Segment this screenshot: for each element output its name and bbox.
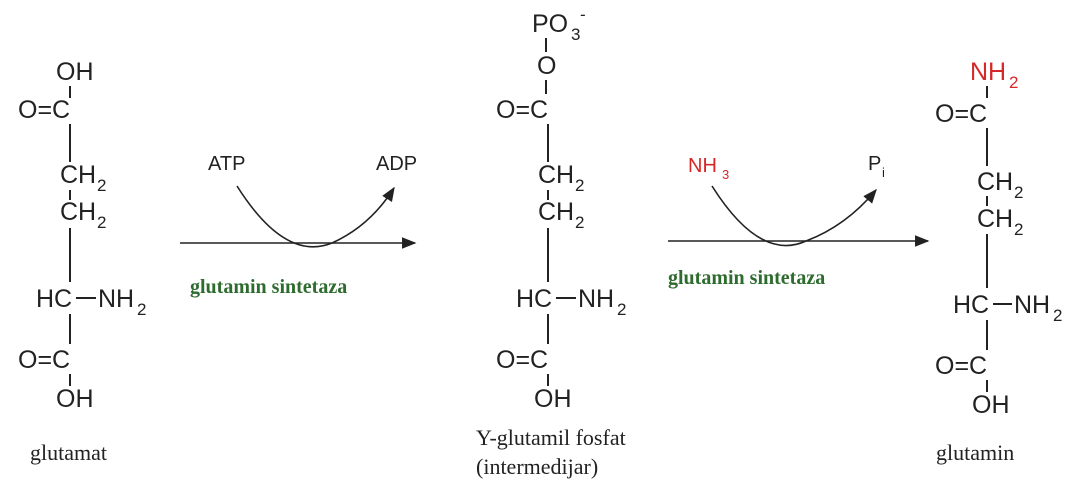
- reaction-arrow-1: ATP ADP glutamin sintetaza: [180, 153, 417, 298]
- intermediate-caption-line1: Y-glutamil fosfat: [476, 425, 626, 450]
- glutamat-nh2: NH 2: [98, 285, 146, 319]
- molecule-glutamat: OH O=C CH 2 CH 2 HC NH 2 O=C OH glutamat: [18, 58, 146, 465]
- intermediate-carbonyl-top: O=C: [496, 96, 548, 124]
- nh-label: NH: [688, 155, 717, 177]
- subscript: i: [882, 165, 885, 180]
- subscript: 2: [617, 300, 626, 319]
- enzyme-label-2: glutamin sintetaza: [668, 267, 825, 289]
- glutamin-carbonyl-bottom: O=C: [935, 352, 987, 380]
- ch-label: CH: [538, 198, 574, 226]
- p-label: P: [868, 153, 881, 175]
- nh-label: NH: [1014, 291, 1050, 319]
- glutamin-ch2-a: CH 2: [977, 168, 1023, 202]
- subscript: 2: [97, 213, 106, 232]
- glutamat-caption: glutamat: [30, 440, 107, 465]
- subscript: 2: [575, 213, 584, 232]
- nh-label: NH: [970, 58, 1006, 86]
- glutamat-ch2-b: CH 2: [60, 198, 106, 232]
- enzyme-label-1: glutamin sintetaza: [190, 276, 347, 298]
- ch-label: CH: [538, 161, 574, 189]
- intermediate-o-link: O: [537, 52, 556, 80]
- side-arrow: [711, 185, 877, 247]
- molecule-glutamin: NH 2 O=C CH 2 CH 2 HC NH 2 O=C OH glutam…: [935, 58, 1062, 465]
- po-label: PO: [532, 10, 568, 38]
- glutamin-oh-bottom: OH: [972, 391, 1010, 419]
- side-arrow: [236, 185, 395, 248]
- nh-label: NH: [578, 285, 614, 313]
- intermediate-oh-bottom: OH: [534, 385, 572, 413]
- glutamin-ch2-b: CH 2: [977, 205, 1023, 239]
- glutamin-nh2-amide: NH 2: [970, 58, 1018, 92]
- intermediate-nh2: NH 2: [578, 285, 626, 319]
- glutamat-carbonyl-top: O=C: [18, 96, 70, 124]
- glutamat-carbonyl-bottom: O=C: [18, 346, 70, 374]
- glutamin-caption: glutamin: [936, 440, 1014, 465]
- pi-label: P i: [868, 153, 885, 180]
- reaction-arrow-2: NH 3 P i glutamin sintetaza: [668, 153, 930, 289]
- intermediate-ch2-a: CH 2: [538, 161, 584, 195]
- molecule-intermediate: PO 3 - O O=C CH 2 CH 2 HC NH 2 O=C OH Y-…: [476, 5, 626, 479]
- intermediate-caption-line2: (intermedijar): [476, 454, 598, 479]
- atp-label: ATP: [208, 153, 245, 175]
- glutamat-oh-top: OH: [56, 58, 94, 86]
- glutamin-carbonyl-top: O=C: [935, 100, 987, 128]
- nh-label: NH: [98, 285, 134, 313]
- glutamat-oh-bottom: OH: [56, 385, 94, 413]
- glutamat-ch2-a: CH 2: [60, 161, 106, 195]
- subscript: 2: [1053, 306, 1062, 325]
- subscript: 2: [1014, 220, 1023, 239]
- nh3-label: NH 3: [688, 155, 729, 182]
- charge: -: [580, 5, 586, 24]
- glutamin-hc: HC: [953, 291, 989, 319]
- subscript: 2: [97, 176, 106, 195]
- subscript: 2: [137, 300, 146, 319]
- ch-label: CH: [60, 161, 96, 189]
- subscript: 3: [722, 167, 729, 182]
- subscript: 2: [1014, 183, 1023, 202]
- subscript: 2: [1009, 73, 1018, 92]
- ch-label: CH: [60, 198, 96, 226]
- intermediate-ch2-b: CH 2: [538, 198, 584, 232]
- adp-label: ADP: [376, 153, 417, 175]
- subscript: 2: [575, 176, 584, 195]
- glutamin-nh2: NH 2: [1014, 291, 1062, 325]
- ch-label: CH: [977, 205, 1013, 233]
- intermediate-carbonyl-bottom: O=C: [496, 346, 548, 374]
- intermediate-hc: HC: [516, 285, 552, 313]
- subscript: 3: [571, 25, 580, 44]
- intermediate-po3: PO 3 -: [532, 5, 586, 44]
- glutamat-hc: HC: [36, 285, 72, 313]
- ch-label: CH: [977, 168, 1013, 196]
